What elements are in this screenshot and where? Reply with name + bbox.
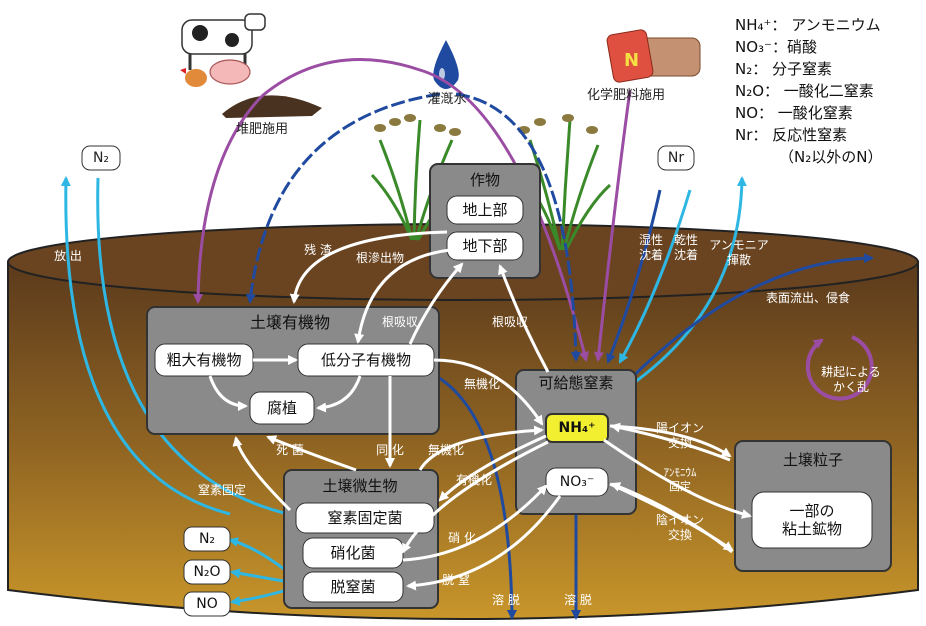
legend-n2o: N₂O： 一酸化二窒素 (735, 80, 882, 102)
rice-grain-right-icon (518, 114, 598, 134)
fixers-pill (296, 503, 434, 533)
n2-output-pill (184, 527, 230, 551)
fertilizer-bag-icon: N (606, 29, 700, 83)
legend-n2: N₂： 分子窒素 (735, 58, 882, 80)
legend: NH₄⁺： アンモニウム NO₃⁻：硝酸 N₂： 分子窒素 N₂O： 一酸化二窒… (735, 14, 882, 168)
below-ground-pill (447, 232, 523, 260)
clay-minerals-pill (752, 492, 872, 548)
livestock-icon (180, 14, 265, 87)
legend-no: NO： 一酸化窒素 (735, 102, 882, 124)
denitrifiers-pill (303, 572, 403, 602)
n2-top-badge (82, 146, 120, 170)
nh4-pill (546, 414, 608, 442)
n2o-output-pill (184, 560, 230, 584)
no3-pill (546, 468, 608, 496)
nitrifiers-pill (303, 538, 403, 568)
fertilizer-bag-letter: N (624, 50, 639, 71)
legend-no3: NO₃⁻：硝酸 (735, 36, 882, 58)
compost-pile-icon (222, 95, 322, 118)
above-ground-pill (447, 196, 523, 224)
legend-nr: Nr： 反応性窒素 (735, 124, 882, 146)
legend-nr-note: （N₂以外のN） (735, 146, 882, 168)
legend-nh4: NH₄⁺： アンモニウム (735, 14, 882, 36)
coarse-om-pill (155, 344, 253, 376)
no-output-pill (184, 592, 230, 616)
low-mw-om-pill (298, 344, 434, 376)
humus-pill (250, 392, 314, 424)
nr-badge (658, 146, 694, 170)
